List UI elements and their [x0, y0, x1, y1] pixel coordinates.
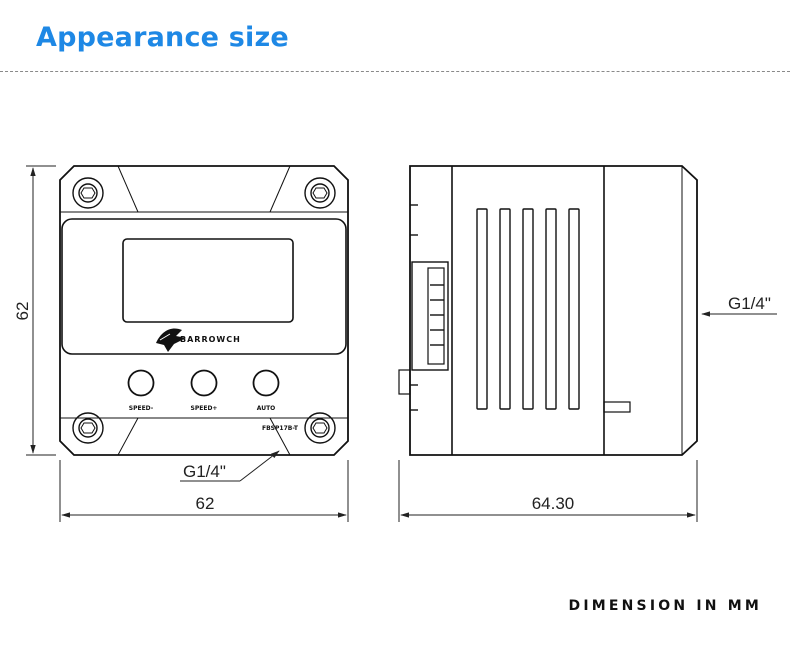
- front-port-leader: [180, 450, 280, 482]
- barrowch-logo: [156, 328, 186, 352]
- vent-slot-2: [499, 208, 511, 410]
- vent-slot-3: [522, 208, 534, 410]
- front-height-dimension: [26, 165, 56, 456]
- auto-button: [252, 369, 280, 397]
- page-title: Appearance size: [36, 22, 289, 53]
- speed-plus-button: [190, 369, 218, 397]
- speed-minus-button: [127, 369, 155, 397]
- side-depth-label: 64.30: [532, 494, 575, 513]
- units-note: DIMENSION IN MM: [568, 598, 762, 614]
- model-label: FBSP17B-T: [262, 425, 299, 432]
- screw-bottom-right: [304, 412, 336, 444]
- front-view: [59, 165, 349, 456]
- vent-slot-4: [545, 208, 557, 410]
- side-port-label: G1/4": [728, 294, 771, 313]
- front-width-label: 62: [196, 494, 215, 513]
- title-divider: [0, 71, 790, 72]
- front-port-label: G1/4": [183, 462, 226, 481]
- screw-top-left: [72, 177, 104, 209]
- screw-top-right: [304, 177, 336, 209]
- side-depth-dimension: [398, 460, 698, 522]
- side-view: [398, 165, 698, 456]
- brand-label: BARROWCH: [180, 335, 241, 344]
- vent-slot-5: [568, 208, 580, 410]
- vent-slot-1: [476, 208, 488, 410]
- speed-plus-label: SPEED+: [191, 405, 218, 412]
- display-panel: [61, 218, 347, 355]
- screw-bottom-left: [72, 412, 104, 444]
- front-width-dimension: [59, 460, 349, 522]
- auto-label: AUTO: [257, 405, 276, 412]
- display-screen: [122, 238, 294, 323]
- front-height-label: 62: [13, 302, 32, 321]
- speed-minus-label: SPEED-: [129, 405, 154, 412]
